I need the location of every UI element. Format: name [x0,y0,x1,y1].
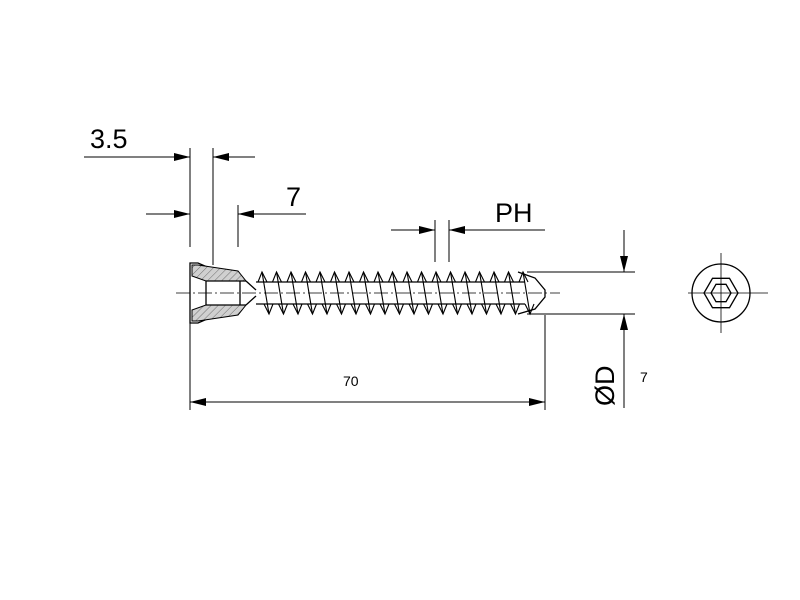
thread-crest [348,271,357,315]
thread-tooth-bottom [365,303,376,316]
thread-crest [449,271,459,315]
pitch-label: PH [495,198,533,228]
thread-tooth-bottom [394,303,405,316]
dimension-head-thickness: 3.5 [84,124,255,265]
thread-tooth-top [518,270,529,283]
thread-crest [478,271,488,315]
thread-tooth-top [329,270,340,283]
thread-tooth-top [503,270,514,283]
hex-socket-end-view-icon [688,253,768,333]
thread-tooth-bottom [307,303,318,316]
thread-crest [362,271,372,315]
thread-tooth-bottom [437,303,448,316]
thread-crest [391,271,401,315]
thread-tooth-bottom [408,303,419,316]
thread-crest [406,271,415,315]
thread-profile [257,270,535,316]
diameter-label: ØD [590,366,620,407]
thread-tooth-top [431,270,442,283]
thread-tooth-bottom [278,303,289,316]
thread-tooth-top [416,270,427,283]
thread-tooth-top [344,270,355,283]
thread-tooth-bottom [452,303,463,316]
counterbore-label: 7 [286,182,301,212]
thread-tooth-bottom [466,303,477,316]
thread-crest [333,271,343,315]
thread-tooth-top [257,270,268,283]
thread-tooth-bottom [510,303,521,316]
thread-tooth-bottom [263,303,274,316]
total-length-label: 70 [343,373,359,389]
thread-tooth-top [358,270,369,283]
thread-crest [420,271,430,315]
thread-tooth-bottom [423,303,434,316]
head-thickness-label: 3.5 [90,124,128,154]
screw-body [176,262,560,324]
thread-tooth-top [271,270,282,283]
thread-crest [493,271,502,315]
dimension-counterbore: 7 [146,182,306,247]
thread-tooth-bottom [292,303,303,316]
thread-crest [464,271,473,315]
thread-crest [507,271,517,315]
thread-tooth-bottom [350,303,361,316]
thread-tooth-top [445,270,456,283]
thread-tooth-top [489,270,500,283]
thread-crest [319,271,328,315]
dimension-diameter: ØD 7 [527,230,648,408]
thread-tooth-top [300,270,311,283]
dimension-pitch: PH [391,198,545,262]
thread-crest [261,271,270,315]
thread-tooth-top [286,270,297,283]
thread-tooth-top [402,270,413,283]
thread-tooth-top [474,270,485,283]
diameter-value: 7 [640,369,648,385]
thread-crest [275,271,285,315]
thread-crest [290,271,299,315]
thread-tooth-top [373,270,384,283]
dimension-total-length: 70 [189,315,546,410]
thread-crest [435,271,444,315]
thread-tooth-bottom [379,303,390,316]
thread-crest [377,271,386,315]
thread-tooth-top [315,270,326,283]
thread-tooth-bottom [321,303,332,316]
thread-tooth-top [460,270,471,283]
thread-tooth-top [387,270,398,283]
thread-tooth-bottom [336,303,347,316]
thread-tooth-bottom [495,303,506,316]
thread-crest [304,271,314,315]
thread-crest [522,271,531,315]
thread-tooth-bottom [481,303,492,316]
